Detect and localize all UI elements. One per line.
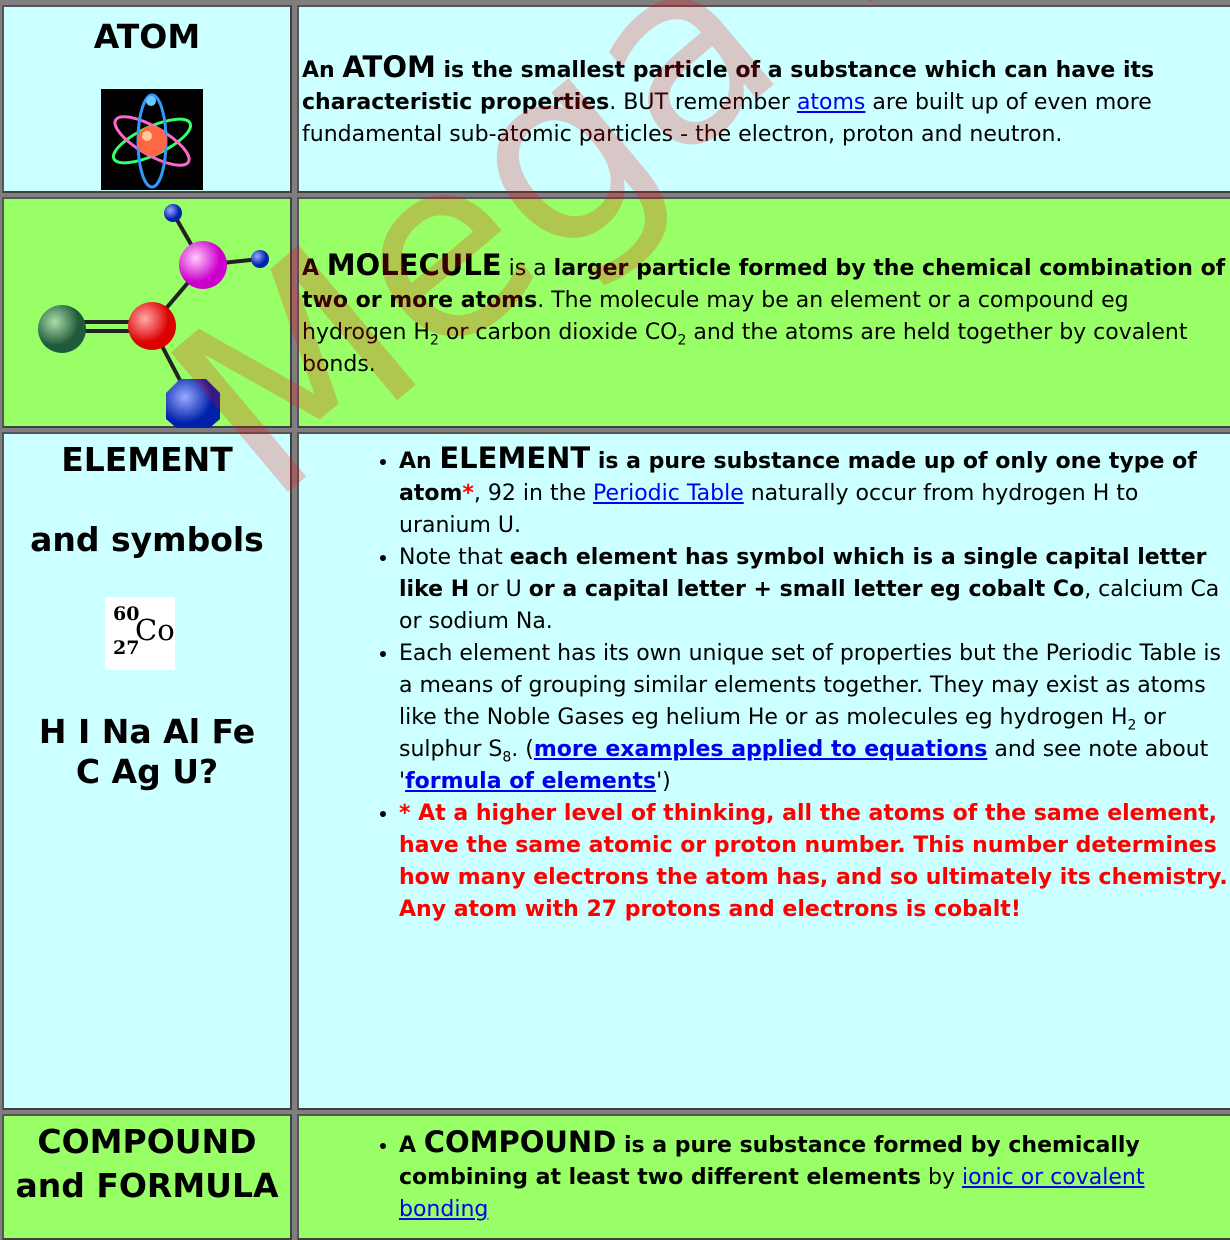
element-heading: ELEMENT <box>61 440 233 479</box>
element-subheading: and symbols <box>30 520 264 559</box>
atom-definition: An ATOM is the smallest particle of a su… <box>302 50 1155 147</box>
compound-bullet-1: A COMPOUND is a pure substance formed by… <box>399 1126 1230 1226</box>
compound-label-cell: COMPOUND and FORMULA <box>2 1114 292 1240</box>
molecule-image-cell <box>2 197 292 428</box>
compound-definition-cell: A COMPOUND is a pure substance formed by… <box>297 1114 1230 1240</box>
more-examples-link[interactable]: more examples applied to equations <box>533 737 988 762</box>
atom-orbits-icon <box>101 89 203 190</box>
element-bullet-1: An ELEMENT is a pure substance made up o… <box>399 442 1230 542</box>
compound-heading: COMPOUND <box>37 1122 257 1161</box>
element-examples: H I Na Al Fe C Ag U? <box>38 712 256 791</box>
formula-of-elements-link[interactable]: formula of elements <box>405 769 657 794</box>
cobalt-isotope-symbol: 60 27 Co <box>105 597 175 670</box>
atom-term: ATOM <box>342 50 436 84</box>
element-bullets: An ELEMENT is a pure substance made up o… <box>299 442 1230 926</box>
atom-heading: ATOM <box>93 17 201 56</box>
molecule-definition-cell: A MOLECULE is a larger particle formed b… <box>297 197 1230 428</box>
compound-subheading: and FORMULA <box>15 1166 279 1205</box>
atom-definition-cell: An ATOM is the smallest particle of a su… <box>297 5 1230 193</box>
element-label-cell: ELEMENT and symbols 60 27 Co H I Na Al F… <box>2 432 292 1110</box>
compound-bullets: A COMPOUND is a pure substance formed by… <box>299 1126 1230 1226</box>
element-definition-cell: An ELEMENT is a pure substance made up o… <box>297 432 1230 1110</box>
element-bullet-2: Note that each element has symbol which … <box>399 542 1230 638</box>
atom-label-cell: ATOM <box>2 5 292 193</box>
element-bullet-4: * At a higher level of thinking, all the… <box>399 798 1230 926</box>
atoms-link[interactable]: atoms <box>796 90 866 115</box>
element-term: ELEMENT <box>439 441 591 475</box>
molecule-definition: A MOLECULE is a larger particle formed b… <box>302 248 1226 377</box>
compound-term: COMPOUND <box>423 1125 617 1159</box>
periodic-table-link[interactable]: Periodic Table <box>593 481 744 506</box>
element-bullet-3: Each element has its own unique set of p… <box>399 638 1230 798</box>
molecule-ball-stick-icon <box>38 204 269 428</box>
molecule-term: MOLECULE <box>326 248 502 282</box>
ionic-covalent-bonding-link[interactable]: ionic or covalent bonding <box>399 1165 1145 1222</box>
